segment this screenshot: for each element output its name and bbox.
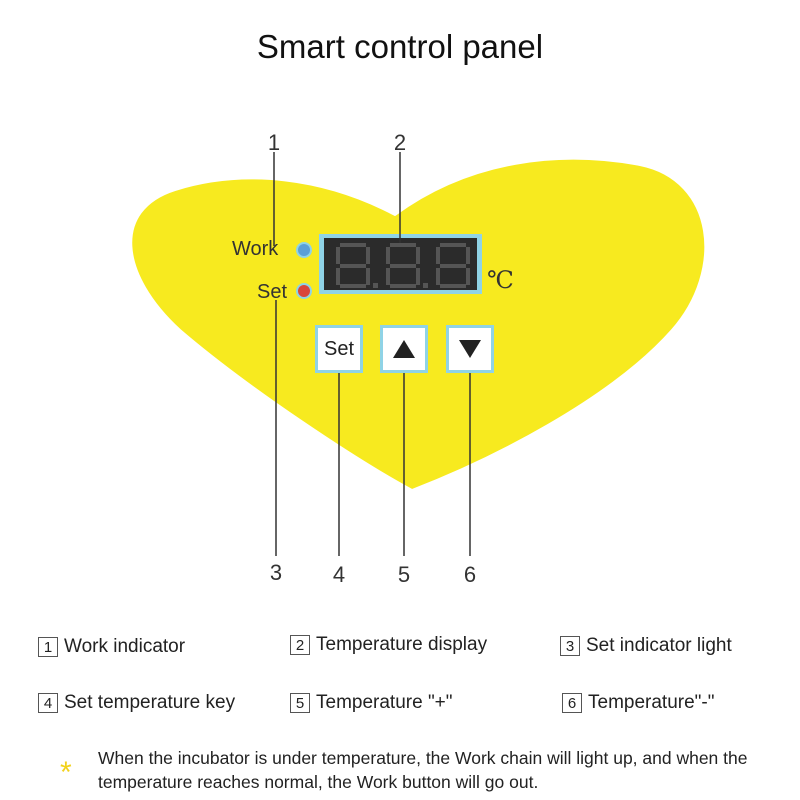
incubator-note: When the incubator is under temperature,…: [98, 748, 748, 792]
legend-item: 4 Set temperature key: [38, 692, 235, 714]
callout-6: 6: [463, 562, 477, 587]
legend-item: 6 Temperature"-": [562, 692, 714, 714]
note-star-icon: *: [60, 756, 72, 789]
legend-number: 3: [560, 636, 580, 656]
legend-item: 2 Temperature display: [290, 634, 487, 656]
set-key-label: Set: [323, 337, 355, 360]
legend-number: 2: [290, 635, 310, 655]
celsius-unit: ℃: [487, 266, 514, 294]
legend-text: Temperature "+": [316, 692, 453, 713]
set-temperature-key[interactable]: Set: [315, 325, 363, 373]
callout-5: 5: [397, 562, 411, 587]
legend-number: 4: [38, 693, 58, 713]
triangle-up-icon: [393, 340, 415, 358]
legend-text: Temperature display: [316, 634, 488, 655]
temperature-up-key[interactable]: [380, 325, 428, 373]
seven-segment-digits: [336, 243, 470, 288]
legend-number: 5: [290, 693, 310, 713]
work-indicator-label: Work: [232, 238, 279, 260]
legend-text: Set indicator light: [586, 635, 732, 656]
temperature-down-key[interactable]: [446, 325, 494, 373]
triangle-down-icon: [459, 340, 481, 358]
callout-3: 3: [269, 560, 283, 585]
legend-number: 6: [562, 693, 582, 713]
legend-text: Temperature"-": [588, 692, 715, 713]
legend-item: 1 Work indicator: [38, 636, 185, 658]
work-led-icon: [296, 242, 312, 258]
callout-1: 1: [267, 130, 281, 155]
legend-item: 5 Temperature "+": [290, 692, 453, 714]
set-indicator-label: Set: [257, 281, 288, 303]
legend-number: 1: [38, 637, 58, 657]
legend-text: Set temperature key: [64, 692, 236, 713]
legend-text: Work indicator: [64, 636, 186, 657]
callout-2: 2: [393, 130, 407, 155]
page-title: Smart control panel: [256, 28, 544, 65]
legend-item: 3 Set indicator light: [560, 635, 732, 657]
set-led-icon: [296, 283, 312, 299]
callout-4: 4: [332, 562, 346, 587]
